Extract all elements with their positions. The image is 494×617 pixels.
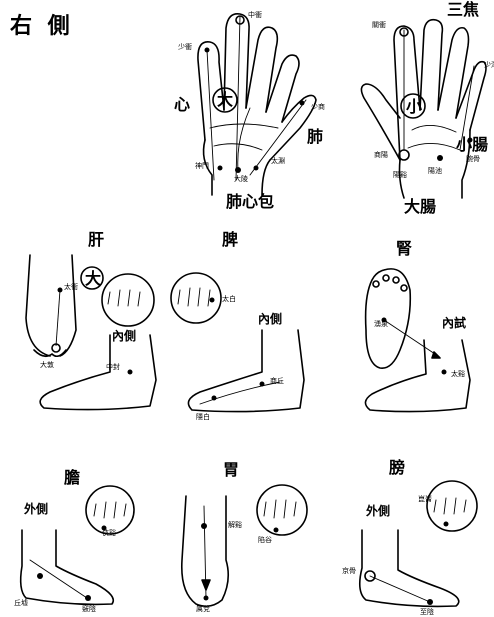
bladder-title: 膀 — [389, 460, 405, 476]
point-jinggu: 京骨 — [342, 568, 356, 575]
point-zhiyin: 至陰 — [420, 609, 434, 616]
bladder-side-label: 外側 — [366, 505, 390, 517]
point-kunlun: 崑崙 — [418, 496, 432, 503]
